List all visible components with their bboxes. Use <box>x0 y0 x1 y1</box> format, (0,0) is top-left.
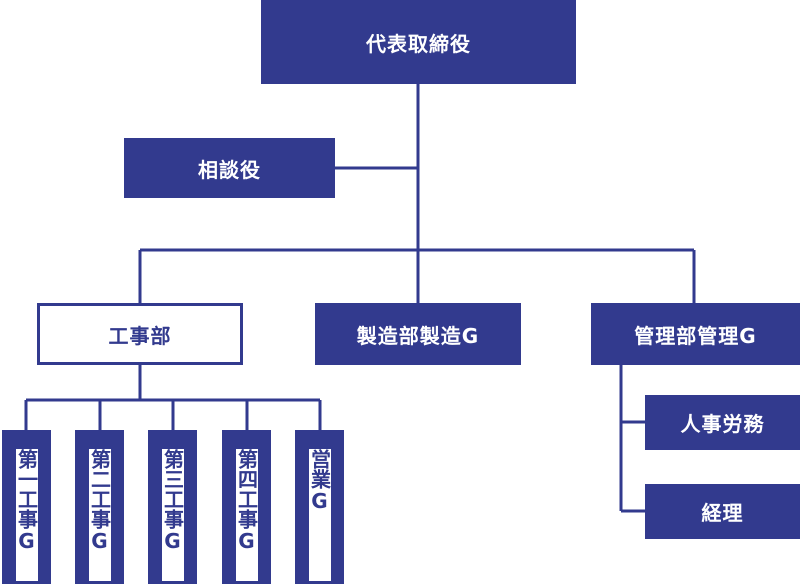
sales-group-label: 営業G <box>308 449 332 581</box>
construction-dept-box: 工事部 <box>37 303 243 365</box>
ceo-box: 代表取締役 <box>261 0 576 84</box>
construction-group-4-label: 第四工事G <box>235 449 259 581</box>
hr-labor-label: 人事労務 <box>680 412 765 436</box>
manufacturing-dept-box: 製造部製造G <box>315 303 521 365</box>
hr-labor-box: 人事労務 <box>645 395 800 450</box>
manufacturing-dept-label: 製造部製造G <box>356 323 480 348</box>
accounting-label: 経理 <box>701 501 744 525</box>
construction-group-1-box: 第一工事G <box>2 430 51 584</box>
ceo-label: 代表取締役 <box>366 31 471 56</box>
construction-group-2-label: 第二工事G <box>88 449 112 581</box>
construction-group-3-box: 第三工事G <box>148 430 197 584</box>
administration-dept-box: 管理部管理G <box>591 303 800 365</box>
construction-group-4-box: 第四工事G <box>222 430 271 584</box>
construction-group-1-label: 第一工事G <box>15 449 39 581</box>
administration-dept-label: 管理部管理G <box>634 323 757 348</box>
construction-group-3-label: 第三工事G <box>161 449 185 581</box>
accounting-box: 経理 <box>645 484 800 539</box>
advisor-label: 相談役 <box>198 157 261 182</box>
construction-group-2-box: 第二工事G <box>75 430 124 584</box>
sales-group-box: 営業G <box>295 430 344 584</box>
advisor-box: 相談役 <box>124 138 335 198</box>
construction-dept-label: 工事部 <box>108 323 172 348</box>
